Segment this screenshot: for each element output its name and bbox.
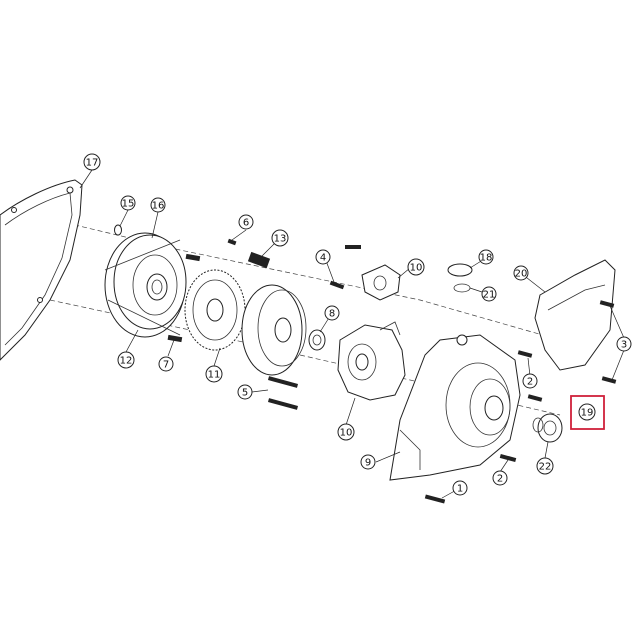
callout-2b: 2 xyxy=(492,470,508,486)
callout-2a-number: 2 xyxy=(527,377,533,388)
callout-13-number: 13 xyxy=(274,234,287,245)
callout-9: 9 xyxy=(360,454,376,470)
callout-20-number: 20 xyxy=(515,269,528,280)
callout-21: 21 xyxy=(481,286,497,302)
callout-2a: 2 xyxy=(522,373,538,389)
callout-18: 18 xyxy=(478,249,494,265)
callout-15: 15 xyxy=(120,195,136,211)
callout-6: 6 xyxy=(238,214,254,230)
side-cover-part-20 xyxy=(534,259,616,371)
callout-17-number: 17 xyxy=(86,158,99,169)
callout-8: 8 xyxy=(324,305,340,321)
callout-19-highlight-box xyxy=(570,395,605,430)
callout-12-number: 12 xyxy=(120,356,133,367)
callout-16-number: 16 xyxy=(152,201,165,212)
callout-22: 22 xyxy=(536,457,554,475)
callout-15-number: 15 xyxy=(122,199,135,210)
crankcase-cover-part-9 xyxy=(389,334,521,481)
callout-16: 16 xyxy=(150,197,166,213)
callout-9-number: 9 xyxy=(365,458,371,469)
callout-11-number: 11 xyxy=(208,370,221,381)
callout-22-number: 22 xyxy=(539,462,552,473)
cap-part-18 xyxy=(447,263,473,277)
callout-6-number: 6 xyxy=(243,218,249,229)
callout-2b-number: 2 xyxy=(497,474,503,485)
clutch-bell-part-11 xyxy=(241,284,307,376)
callout-10b: 10 xyxy=(337,423,355,441)
plug-part-22 xyxy=(532,413,563,443)
callout-5-number: 5 xyxy=(242,388,248,399)
callout-3: 3 xyxy=(616,336,632,352)
pulley-part-12 xyxy=(104,232,187,338)
callout-19-number: 19 xyxy=(581,408,594,419)
callout-3-number: 3 xyxy=(621,340,627,351)
callout-5: 5 xyxy=(237,384,253,400)
callout-19: 19 xyxy=(570,395,605,430)
callout-list: 1 2 2 3 4 5 6 7 8 9 10 10 11 12 13 15 16… xyxy=(83,153,632,496)
callout-13: 13 xyxy=(271,229,289,247)
callout-11: 11 xyxy=(205,365,223,383)
bolts xyxy=(167,238,617,504)
callout-10a-number: 10 xyxy=(410,263,423,274)
callout-18-number: 18 xyxy=(480,253,493,264)
callout-1-number: 1 xyxy=(457,484,463,495)
callout-1: 1 xyxy=(452,480,468,496)
callout-4: 4 xyxy=(315,249,331,265)
callout-17: 17 xyxy=(83,153,101,171)
callout-12: 12 xyxy=(117,351,135,369)
bracket-part-10-upper xyxy=(361,264,401,301)
callout-7-number: 7 xyxy=(163,360,169,371)
callout-10b-number: 10 xyxy=(340,428,353,439)
callout-20: 20 xyxy=(513,265,529,281)
o-ring-part-21 xyxy=(453,283,471,293)
pump-housing-part-10 xyxy=(337,321,406,401)
callout-8-number: 8 xyxy=(329,309,335,320)
starter-gear-part-11 xyxy=(184,269,246,351)
spacer-part-8 xyxy=(308,329,326,351)
gasket-part-17 xyxy=(0,179,83,361)
callout-4-number: 4 xyxy=(320,253,326,264)
washer-part-15 xyxy=(114,224,122,236)
callout-21-number: 21 xyxy=(483,290,496,301)
callout-7: 7 xyxy=(158,356,174,372)
callout-10a: 10 xyxy=(407,258,425,276)
